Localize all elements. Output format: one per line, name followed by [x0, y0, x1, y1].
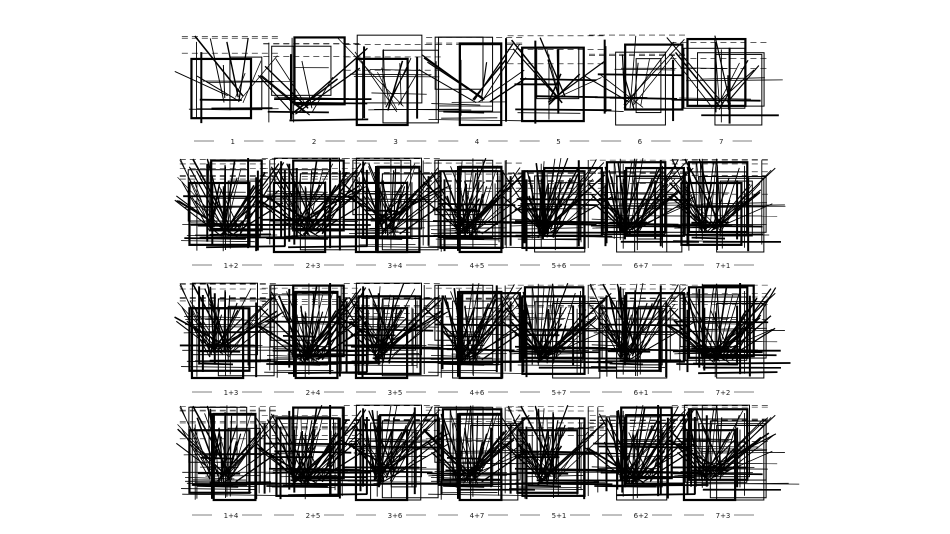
drawing-panel: 3+4 [338, 157, 472, 270]
drawing-panel: 7+1 [668, 158, 786, 270]
panel-label: 4+6 [470, 389, 485, 397]
drawing-panel: 4+6 [423, 282, 531, 397]
drawing-panel: 5+1 [500, 405, 631, 520]
drawing-panel: 6+2 [584, 404, 709, 520]
panel-label: 3 [393, 138, 397, 146]
drawing-panel: 6+1 [586, 282, 704, 397]
panel-label: 5+6 [552, 262, 567, 270]
drawing-panel: 2 [257, 36, 372, 146]
drawing-panel: 7 [666, 35, 783, 146]
panel-label: 4 [475, 138, 480, 146]
panel-label: 6+7 [634, 262, 649, 270]
drawing-rows: 1 2 3 4 5 6 7 1+2 2+3 3+4 4+5 5+6 6+7 7+1 1+3 2+4 3+5 4+6… [174, 34, 800, 520]
panel-label: 3+5 [388, 389, 403, 397]
panel-label: 7+1 [716, 262, 731, 270]
panel-label: 7 [719, 138, 723, 146]
drawing-panel: 5 [507, 35, 612, 146]
panel-label: 7+2 [716, 389, 731, 397]
panel-label: 1+2 [224, 262, 239, 270]
panel-label: 2+3 [306, 262, 321, 270]
panel-label: 4+7 [470, 512, 485, 520]
panel-label: 4+5 [470, 262, 485, 270]
drawing-panel: 2+3 [256, 157, 390, 270]
panel-label: 5 [556, 138, 560, 146]
drawing-panel: 7+3 [666, 404, 800, 520]
panel-label: 1+3 [224, 389, 239, 397]
drawing-panel: 6+7 [586, 157, 703, 270]
panel-label: 2+4 [306, 389, 321, 397]
panel-label: 2+5 [306, 512, 321, 520]
drawing-panel: 4 [418, 36, 527, 146]
panel-label: 1 [230, 138, 234, 146]
panel-label: 5+1 [552, 512, 567, 520]
panel-label: 6 [638, 138, 643, 146]
drawing-panel: 2+4 [256, 283, 381, 397]
drawing-panel: 3 [337, 34, 472, 146]
panel-label: 6+1 [634, 389, 649, 397]
drawing-panel: 1+4 [176, 405, 294, 520]
panel-label: 2 [312, 138, 316, 146]
panel-label: 1+4 [224, 512, 239, 520]
panel-label: 6+2 [634, 512, 649, 520]
drawing-panel: 1 [174, 35, 295, 146]
panel-label: 7+3 [716, 512, 731, 520]
panel-label: 3+4 [388, 262, 403, 270]
panel-label: 5+7 [552, 389, 567, 397]
drawing-panel: 7+2 [666, 283, 791, 397]
drawing-panel: 6 [583, 34, 687, 146]
drawing-row: 1 2 3 4 5 6 7 [174, 34, 783, 146]
drawing-panel: 2+5 [254, 405, 385, 520]
drawing-row: 1+4 2+5 3+6 4+7 5+1 6+2 7+3 [176, 404, 800, 520]
panel-label: 3+6 [388, 512, 403, 520]
drawing-row: 1+3 2+4 3+5 4+6 5+7 6+1 7+2 [174, 282, 791, 397]
drawing-panel: 1+3 [174, 282, 308, 397]
drawing-row: 1+2 2+3 3+4 4+5 5+6 6+7 7+1 [174, 157, 786, 270]
drawing-panel: 4+5 [418, 157, 549, 270]
drawing-panel: 3+5 [336, 282, 472, 397]
